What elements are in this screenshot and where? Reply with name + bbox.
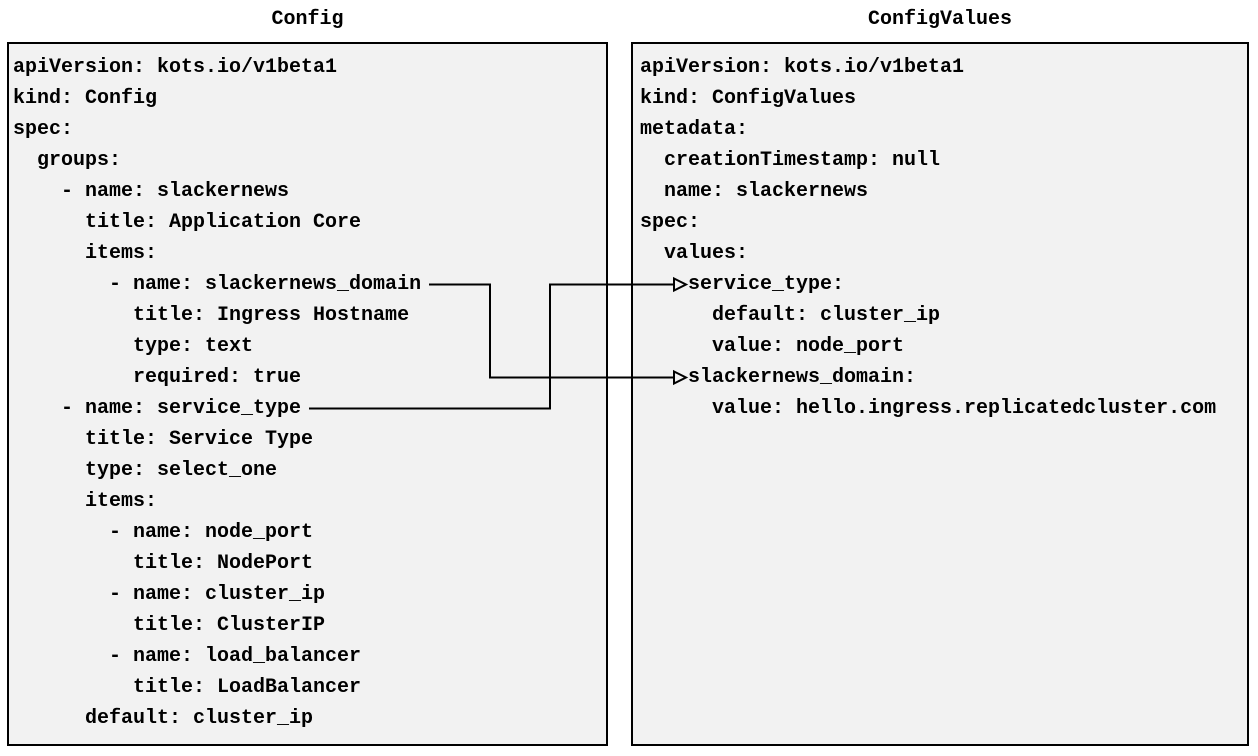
configvalues-box-title: ConfigValues — [867, 8, 1013, 31]
config-yaml-code: apiVersion: kots.io/v1beta1 kind: Config… — [13, 56, 422, 730]
config-box-title: Config — [271, 8, 344, 31]
config-box: apiVersion: kots.io/v1beta1 kind: Config… — [7, 42, 608, 746]
configvalues-yaml-code: apiVersion: kots.io/v1beta1 kind: Config… — [640, 56, 1217, 420]
configvalues-box: apiVersion: kots.io/v1beta1 kind: Config… — [631, 42, 1249, 746]
